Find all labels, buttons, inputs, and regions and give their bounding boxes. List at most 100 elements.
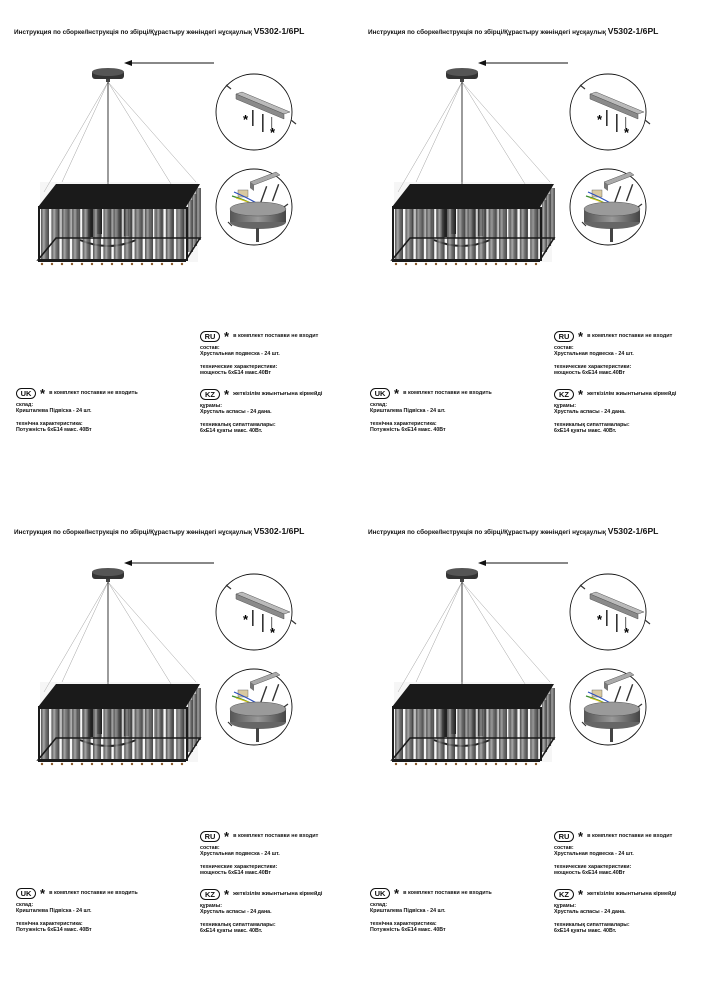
rail-bolt	[140, 762, 144, 766]
crystal-pendant	[519, 709, 528, 759]
crystal-pendant	[509, 209, 518, 259]
rail-bolt	[534, 262, 538, 266]
kz-specs-value: 6хЕ14 қуаты макс. 40Вт.	[554, 428, 617, 435]
crystal-pendant	[130, 686, 138, 738]
rail-bolt	[444, 262, 448, 266]
ru-specs-label: технические характеристики:	[554, 863, 632, 870]
crystal-pendant	[188, 200, 193, 252]
crystal-pendant	[478, 709, 487, 759]
rail-bolt	[110, 262, 114, 266]
crystal-pendant	[472, 686, 480, 738]
rail-bolt	[160, 762, 164, 766]
rail-bolt	[100, 262, 104, 266]
kz-info: KZ * жеткізілім жиынтығына кірмейді құра…	[554, 888, 676, 935]
crystal-pendant	[447, 709, 455, 759]
crystal-pendant	[196, 688, 201, 740]
frame-rails	[36, 184, 202, 262]
product-illustration: * *	[390, 60, 651, 266]
crystal-pendant	[546, 194, 551, 246]
kz-composition-label: құрамы:	[200, 403, 222, 409]
chandelier-body	[390, 682, 556, 766]
ru-star-icon: *	[224, 328, 230, 344]
rail-bolt	[494, 262, 498, 266]
crystal-pendant	[124, 709, 133, 759]
kz-star-icon: *	[578, 886, 584, 902]
crystal-pendant	[395, 209, 403, 259]
crystal-pendant	[145, 709, 153, 759]
frame-rails	[36, 684, 202, 762]
rail-bolt	[110, 762, 114, 766]
crystal-pendant	[93, 709, 101, 759]
ru-specs-value: мощность 6хЕ14 макс.40Вт	[200, 370, 272, 377]
crystal-pendant	[467, 209, 476, 259]
arrow-left-icon	[124, 60, 214, 66]
frame-rails	[390, 684, 556, 762]
kz-info: KZ * жеткізілім жиынтығына кірмейді құра…	[200, 888, 322, 935]
ceiling-canopy	[92, 568, 124, 582]
kz-info: KZ * жеткізілім жиынтығына кірмейді құра…	[554, 388, 676, 435]
uk-not-included-note: в комплект поставки не входить	[403, 890, 492, 897]
crystal-pendant	[124, 209, 133, 259]
rail-bolt	[414, 762, 418, 766]
crystal-pendant	[61, 209, 70, 259]
kz-language-badge: KZ	[200, 389, 220, 400]
uk-language-badge: UK	[16, 888, 36, 899]
crystal-pendant	[72, 709, 81, 759]
kz-star-icon: *	[224, 886, 230, 902]
model-number: V5302-1/6PL	[607, 26, 659, 36]
crystal-pendant	[488, 709, 497, 759]
kz-language-badge: KZ	[200, 889, 220, 900]
model-number: V5302-1/6PL	[253, 26, 305, 36]
star-marker: *	[597, 612, 603, 627]
ru-not-included-note: в комплект поставки не входит	[233, 333, 319, 340]
sheet-title: Инструкция по сборке/Інструкція по збірц…	[14, 26, 304, 36]
rail-bolt	[484, 762, 488, 766]
ru-composition-label: состав:	[200, 845, 220, 851]
rail-bolt	[90, 762, 94, 766]
uk-composition-value: Кришталева Підвіска - 24 шт.	[16, 908, 92, 915]
crystal-pendant	[145, 209, 153, 259]
crystal-pendant	[82, 209, 91, 259]
model-number: V5302-1/6PL	[607, 526, 659, 536]
kz-composition-label: құрамы:	[554, 403, 576, 409]
star-marker: *	[624, 125, 630, 140]
rail-bolt	[404, 762, 408, 766]
rail-bolt	[524, 762, 528, 766]
crystal-pendant	[447, 209, 455, 259]
chandelier-body	[390, 182, 556, 266]
rail-bolt	[514, 762, 518, 766]
rail-bolt	[130, 762, 134, 766]
kz-specs-value: 6хЕ14 қуаты макс. 40Вт.	[554, 928, 617, 935]
kz-language-badge: KZ	[554, 889, 574, 900]
crystal-pendant	[484, 686, 492, 738]
crystal-pendant	[155, 209, 164, 259]
ru-not-included-note: в комплект поставки не входит	[587, 333, 673, 340]
rail-bolt	[524, 262, 528, 266]
suspension-wires	[397, 581, 551, 693]
title-prefix: Инструкция по сборке/Інструкція по збірц…	[368, 29, 606, 36]
rail-bolt	[170, 262, 174, 266]
uk-star-icon: *	[40, 885, 46, 901]
ru-info: RU * в комплект поставки не входит соста…	[554, 830, 672, 877]
uk-specs-value: Потужність 6хЕ14 макс. 40Вт	[16, 927, 92, 934]
ru-not-included-note: в комплект поставки не входит	[233, 833, 319, 840]
rail-bolt	[414, 262, 418, 266]
uk-star-icon: *	[40, 385, 46, 401]
crystal-pendant	[72, 209, 81, 259]
rail-bolt	[120, 262, 124, 266]
crystal-pendant	[415, 709, 424, 759]
rail-bolt	[60, 262, 64, 266]
kz-language-badge: KZ	[554, 389, 574, 400]
detail-circle-wiring	[569, 168, 647, 246]
uk-composition-value: Кришталева Підвіска - 24 шт.	[16, 408, 92, 415]
kz-specs-label: техникалық сипаттамалары:	[554, 421, 630, 428]
rail-bolt	[160, 262, 164, 266]
uk-specs-value: Потужність 6хЕ14 макс. 40Вт	[370, 927, 446, 934]
crystal-pendant	[188, 700, 193, 752]
kz-composition-value: Хрусталь аспасы - 24 дана.	[200, 909, 272, 916]
crystal-pendant	[426, 209, 435, 259]
suspension-wires	[43, 81, 197, 193]
ru-specs-label: технические характеристики:	[200, 363, 278, 370]
ceiling-canopy	[92, 68, 124, 82]
rail-bolt	[534, 762, 538, 766]
